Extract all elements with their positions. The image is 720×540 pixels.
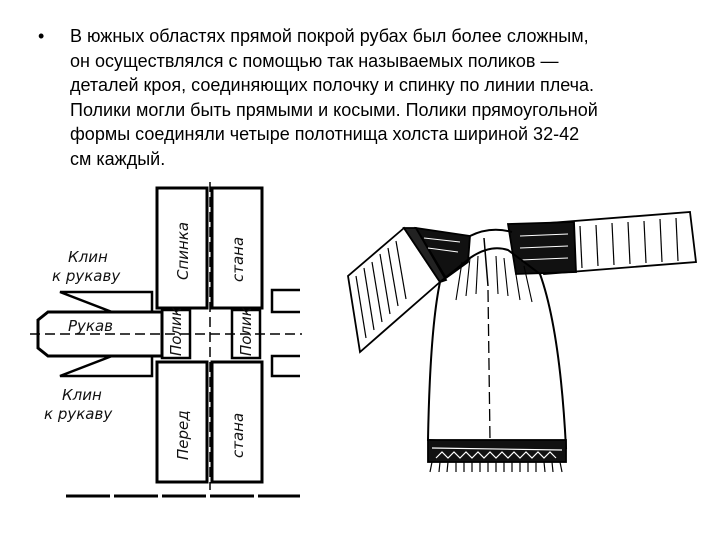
hem-fringe [429, 461, 563, 473]
collar-opening [483, 237, 489, 287]
shirt-body [426, 247, 568, 450]
label-spinka: Спинка [174, 222, 192, 280]
label-klin-top: Клин [68, 248, 108, 266]
right-stub-top [270, 288, 300, 314]
label-polik-right: Полик [237, 307, 255, 356]
neck-gathers [455, 255, 533, 303]
left-sleeve-hatching [355, 240, 407, 339]
bullet-text: В южных областях прямой покрой рубах был… [70, 24, 670, 171]
text-line: Полики могли быть прямыми и косыми. Поли… [70, 99, 598, 120]
gusset-top [59, 290, 154, 314]
left-polik-embroidery [414, 226, 471, 280]
center-seam [487, 289, 491, 441]
text-line: см каждый. [70, 148, 166, 169]
label-stana-top: стана [229, 237, 247, 282]
panel-stana-bottom [210, 360, 264, 484]
collar [469, 228, 513, 237]
label-polik-left: Полик [167, 307, 185, 356]
panel-spinka [155, 186, 209, 310]
label-stana-bottom: стана [229, 413, 247, 458]
text-line: В южных областях прямой покрой рубах был… [70, 26, 589, 46]
bullet-item: • В южных областях прямой покрой рубах б… [38, 24, 678, 171]
right-stub-bottom [270, 354, 300, 378]
label-rukav: Рукав [68, 317, 113, 335]
shirt-drawing [347, 211, 698, 473]
hem-embroidery [427, 439, 567, 463]
right-sleeve-hatching [579, 217, 679, 269]
label-k-rukavu-top: к рукаву [52, 267, 121, 285]
left-sleeve-embroidery [402, 227, 448, 284]
right-polik-embroidery [506, 221, 577, 275]
pattern-diagram [30, 182, 302, 498]
text-line: формы соединяли четыре полотнища холста … [70, 124, 580, 144]
label-klin-bottom: Клин [62, 386, 102, 404]
label-k-rukavu-bottom: к рукаву [44, 405, 113, 423]
bullet-marker: • [38, 26, 45, 46]
panel-pered [155, 360, 209, 484]
panel-rukav [36, 310, 164, 358]
gusset-bottom [59, 354, 154, 378]
text-line: деталей кроя, соединяющих полочку и спин… [70, 75, 595, 95]
panel-stana-top [210, 186, 264, 310]
label-pered: Перед [174, 410, 192, 460]
text-line: он осуществлялся с помощью так называемы… [70, 50, 559, 71]
